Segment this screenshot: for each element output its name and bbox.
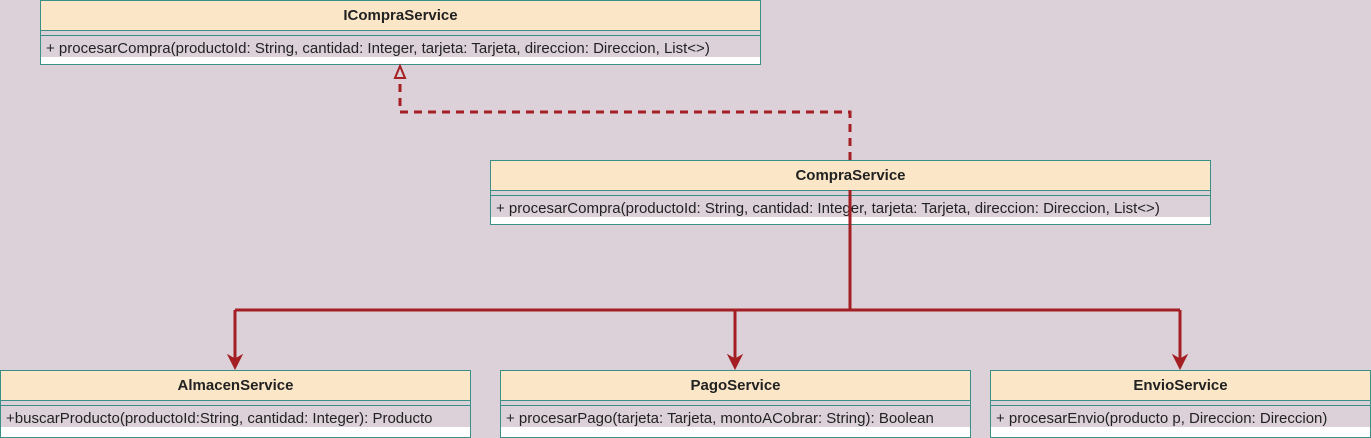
class-compraservice[interactable]: CompraService + procesarCompra(productoI…: [490, 160, 1211, 225]
class-name: ICompraService: [41, 1, 760, 31]
class-name: PagoService: [501, 371, 970, 401]
method-text: + procesarCompra(productoId: String, can…: [41, 36, 760, 57]
method-text: + procesarCompra(productoId: String, can…: [491, 196, 1210, 217]
class-icompraservice[interactable]: ICompraService + procesarCompra(producto…: [40, 0, 761, 65]
method-text: + procesarEnvio(producto p, Direccion: D…: [991, 406, 1370, 427]
class-name: EnvioService: [991, 371, 1370, 401]
realization-edge: [398, 80, 852, 160]
method-text: +buscarProducto(productoId:String, canti…: [1, 406, 470, 427]
class-envioservice[interactable]: EnvioService + procesarEnvio(producto p,…: [990, 370, 1371, 438]
class-pagoservice[interactable]: PagoService + procesarPago(tarjeta: Tarj…: [500, 370, 971, 438]
attributes-compartment: [41, 31, 760, 36]
arrowhead-almacen: [226, 353, 244, 371]
class-almacenservice[interactable]: AlmacenService +buscarProducto(productoI…: [0, 370, 471, 438]
arrowhead-pago: [726, 353, 744, 371]
attributes-compartment: [501, 401, 970, 406]
class-name: AlmacenService: [1, 371, 470, 401]
arrowhead-envio: [1171, 353, 1189, 371]
realization-arrowhead: [393, 63, 407, 79]
method-text: + procesarPago(tarjeta: Tarjeta, montoAC…: [501, 406, 970, 427]
attributes-compartment: [991, 401, 1370, 406]
class-name: CompraService: [491, 161, 1210, 191]
attributes-compartment: [1, 401, 470, 406]
